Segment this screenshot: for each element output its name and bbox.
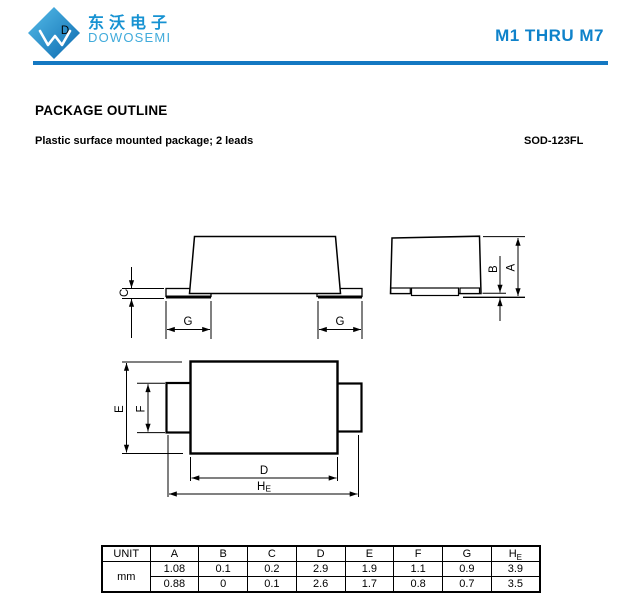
end-body bbox=[389, 235, 482, 295]
value-cell: 0.2 bbox=[247, 561, 297, 577]
value-cell: 1.9 bbox=[344, 561, 395, 577]
dimensions-table: UNIT A B C D E F G HE mm 1.08 0.1 0.2 2.… bbox=[101, 545, 541, 593]
col-header-d: D bbox=[295, 545, 346, 562]
side-body bbox=[188, 235, 342, 295]
end-lead-right bbox=[459, 287, 481, 295]
col-header-f: F bbox=[393, 545, 443, 562]
top-view bbox=[165, 360, 363, 455]
brand-name-chinese: 东沃电子 bbox=[88, 15, 173, 32]
company-logo: D bbox=[28, 7, 80, 59]
value-cell: 0.1 bbox=[247, 576, 297, 593]
value-cell: 0 bbox=[198, 576, 248, 593]
value-cell: 0.9 bbox=[442, 561, 492, 577]
value-cell: 0.1 bbox=[198, 561, 248, 577]
top-right-tab bbox=[335, 382, 363, 433]
top-body bbox=[189, 360, 339, 455]
dim-label-he: HE bbox=[257, 481, 271, 494]
top-view-dimensions: E F D HE bbox=[114, 361, 359, 497]
end-lead-left bbox=[390, 287, 411, 295]
col-header-b: B bbox=[198, 545, 248, 562]
table-row-min: 0.88 0 0.1 2.6 1.7 0.8 0.7 3.5 bbox=[102, 576, 541, 593]
dim-label-c: C bbox=[119, 289, 131, 297]
value-cell: 2.6 bbox=[295, 576, 346, 593]
dim-label-g-left: G bbox=[184, 316, 193, 328]
logo-diamond bbox=[28, 7, 80, 59]
page-title: PACKAGE OUTLINE bbox=[35, 103, 168, 118]
dim-label-a: A bbox=[506, 264, 518, 272]
value-cell: 1.7 bbox=[344, 576, 395, 593]
value-cell: 3.5 bbox=[490, 576, 541, 593]
side-view-dimensions: C G G bbox=[119, 267, 363, 339]
unit-cell: mm bbox=[101, 561, 151, 593]
table-row-max: mm 1.08 0.1 0.2 2.9 1.9 1.1 0.9 3.9 bbox=[101, 561, 541, 593]
value-cell: 3.9 bbox=[490, 561, 541, 577]
end-view-dimensions: B A bbox=[463, 236, 525, 321]
end-view bbox=[389, 235, 482, 297]
dim-label-e: E bbox=[114, 405, 126, 413]
part-number-range: M1 THRU M7 bbox=[495, 26, 604, 45]
col-header-e: E bbox=[344, 545, 395, 562]
value-cell: 1.1 bbox=[393, 561, 443, 577]
value-cell: 0.7 bbox=[442, 576, 492, 593]
header-divider-rule bbox=[33, 61, 608, 65]
value-cell: 2.9 bbox=[295, 561, 346, 577]
package-description: Plastic surface mounted package; 2 leads bbox=[35, 135, 254, 147]
table-header-row: UNIT A B C D E F G HE bbox=[101, 545, 541, 562]
side-view bbox=[165, 235, 363, 299]
logo-w-shape bbox=[38, 29, 72, 47]
col-header-he: HE bbox=[490, 545, 541, 562]
dim-label-b: B bbox=[488, 265, 500, 273]
unit-header-cell: UNIT bbox=[101, 545, 151, 562]
brand-name-english: DOWOSEMI bbox=[88, 30, 172, 45]
value-cell: 0.8 bbox=[393, 576, 443, 593]
col-header-a: A bbox=[149, 545, 200, 562]
value-cell: 1.08 bbox=[149, 561, 200, 577]
package-name: SOD-123FL bbox=[524, 135, 584, 147]
col-header-c: C bbox=[247, 545, 297, 562]
dim-label-d: D bbox=[260, 465, 268, 477]
dim-label-g-right: G bbox=[336, 316, 345, 328]
value-cell: 0.88 bbox=[149, 576, 200, 593]
dim-label-f: F bbox=[136, 405, 148, 412]
end-lead-center bbox=[410, 287, 460, 297]
top-left-tab bbox=[165, 381, 193, 434]
logo-monogram-d: D bbox=[61, 25, 69, 37]
col-header-g: G bbox=[442, 545, 492, 562]
